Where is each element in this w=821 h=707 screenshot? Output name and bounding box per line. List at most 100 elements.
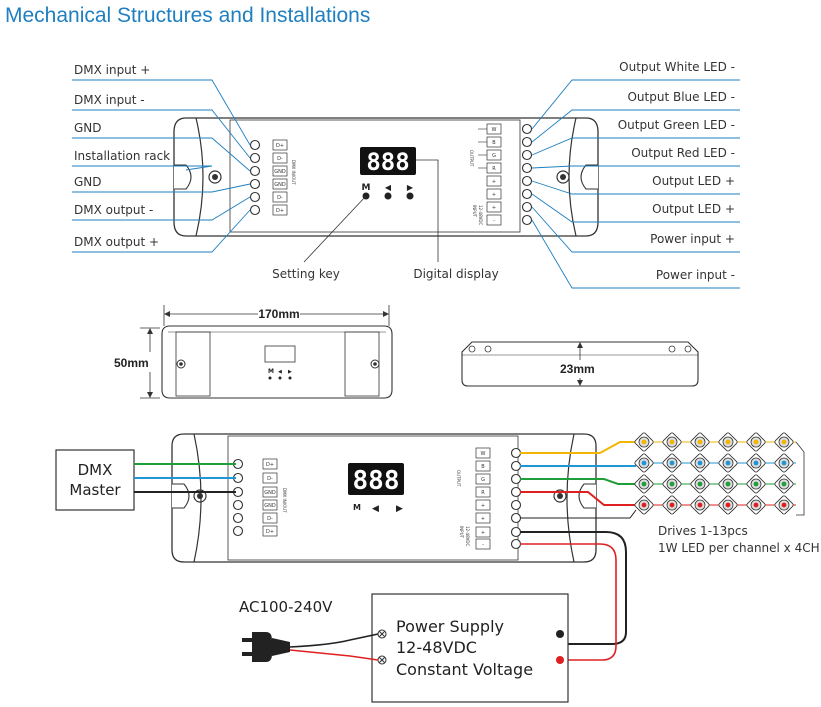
display-digits-wiring: 888 xyxy=(353,466,400,496)
right-terminal-hole xyxy=(521,123,533,135)
screw-icon xyxy=(556,170,570,184)
right-label: Output Red LED - xyxy=(631,146,735,160)
right-terminal-label: G xyxy=(492,153,496,159)
right-label: Output Green LED - xyxy=(618,118,735,132)
power-plus-wire xyxy=(520,543,617,661)
right-label: Output LED + xyxy=(652,202,735,216)
digital-display xyxy=(360,147,416,175)
left-label: DMX output - xyxy=(74,203,153,217)
digital-display-wiring xyxy=(348,463,404,495)
installation-rack-right xyxy=(580,164,598,190)
key-right-label: ▶ xyxy=(407,183,414,192)
right-label: Output Blue LED - xyxy=(627,90,735,104)
input-voltage-wiring: 12-48VDC xyxy=(465,526,470,546)
wiring-left-terminal-hole xyxy=(232,499,244,511)
wiring-right-terminal-label: R xyxy=(481,490,485,496)
right-label: Power input + xyxy=(650,232,735,246)
wiring-right-terminal-label: W xyxy=(481,451,486,457)
wiring-left-terminal-hole xyxy=(232,525,244,537)
key-left-label-small: ◀ xyxy=(278,369,282,375)
left-terminal-label: GND xyxy=(274,182,286,188)
wiring-right-terminal-hole xyxy=(510,499,522,511)
wiring-left-terminal-label: D- xyxy=(267,516,273,522)
dmx-master-line1: DMX xyxy=(78,461,113,479)
length-dimension: 170mm xyxy=(258,307,299,321)
right-terminal-label: R xyxy=(492,166,496,172)
top-view-dimensions: 170mm 50mm M ◀ ▶ xyxy=(114,305,393,399)
installation-rack-left xyxy=(174,164,192,190)
setting-key-label: Setting key xyxy=(272,267,340,281)
key-right-label-small: ▶ xyxy=(288,369,292,375)
wiring-left-terminal-label: GND xyxy=(264,503,276,509)
key-left-button[interactable] xyxy=(384,192,392,200)
power-supply-line1: Power Supply xyxy=(396,617,504,636)
key-left-label-wiring: ◀ xyxy=(372,504,379,514)
left-terminal-label: GND xyxy=(274,169,286,175)
side-view-dimensions: 23mm xyxy=(461,341,699,387)
right-terminal-label: + xyxy=(492,179,496,185)
drives-line2: 1W LED per channel x 4CH xyxy=(658,541,820,555)
wiring-right-terminal-hole xyxy=(510,460,522,472)
wiring-right-terminal-hole xyxy=(510,486,522,498)
power-minus-wire xyxy=(520,531,627,645)
right-terminal-hole xyxy=(521,162,533,174)
right-label: Output LED + xyxy=(652,174,735,188)
left-terminal-label: D+ xyxy=(276,208,284,214)
left-terminal-hole xyxy=(249,139,261,151)
input-voltage: 12-48VDC xyxy=(478,205,483,225)
output-caption: OUTPUT xyxy=(469,150,474,167)
screw-icon xyxy=(208,170,222,184)
green-wire xyxy=(520,478,636,485)
left-terminal-hole xyxy=(249,178,261,190)
key-m-label: M xyxy=(362,183,371,193)
right-terminal-circles xyxy=(521,123,533,226)
dmx-master: DMX Master xyxy=(55,449,135,511)
key-left-label: ◀ xyxy=(385,183,392,192)
output-caption-wiring: OUTPUT xyxy=(456,470,461,487)
right-terminal-label: - xyxy=(493,218,495,224)
drives-line1: Drives 1-13pcs xyxy=(658,524,748,538)
right-terminal-hole xyxy=(521,188,533,200)
wiring-right-terminal-hole xyxy=(510,447,522,459)
terminal-caption: DMX IN/OUT xyxy=(291,160,296,185)
dmx-master-line2: Master xyxy=(69,481,121,499)
ac-plug-icon xyxy=(242,632,290,662)
width-dimension: 50mm xyxy=(114,356,149,370)
wiring-right-terminal-label: - xyxy=(482,542,484,548)
right-terminal-label: + xyxy=(492,205,496,211)
left-terminal-hole xyxy=(249,165,261,177)
left-terminal-label: D- xyxy=(277,156,283,162)
key-right-button[interactable] xyxy=(406,192,414,200)
ac-wire-red xyxy=(289,649,379,661)
wiring-right-terminal-hole xyxy=(510,473,522,485)
input-caption-wiring: INPUT xyxy=(459,526,464,539)
height-dimension: 23mm xyxy=(560,362,595,376)
right-terminal-hole xyxy=(521,175,533,187)
left-label: GND xyxy=(74,121,102,135)
key-right-label-wiring: ▶ xyxy=(396,504,403,514)
left-label: GND xyxy=(74,175,102,189)
left-terminal-hole xyxy=(249,204,261,216)
white-wire xyxy=(520,441,636,454)
left-label: Installation rack xyxy=(74,149,170,163)
page-title: Mechanical Structures and Installations xyxy=(5,4,370,27)
right-label: Power input - xyxy=(656,268,735,282)
wiring-right-terminal-label: B xyxy=(481,464,485,470)
right-terminal-hole xyxy=(521,149,533,161)
right-terminal-label: B xyxy=(492,140,496,146)
wiring-right-terminal-label: + xyxy=(481,516,485,522)
wiring-left-terminal-label: D+ xyxy=(266,529,274,535)
key-m-label-small: M xyxy=(268,368,274,375)
left-terminal-hole xyxy=(249,191,261,203)
left-terminal-circles xyxy=(249,139,261,216)
terminal-caption-wiring: DMX IN/OUT xyxy=(282,488,287,513)
power-supply-line2: 12-48VDC xyxy=(396,638,477,657)
led-grid xyxy=(634,432,805,516)
led-common-wire xyxy=(520,509,637,519)
left-terminal-hole xyxy=(249,152,261,164)
wiring-right-terminal-hole xyxy=(510,512,522,524)
